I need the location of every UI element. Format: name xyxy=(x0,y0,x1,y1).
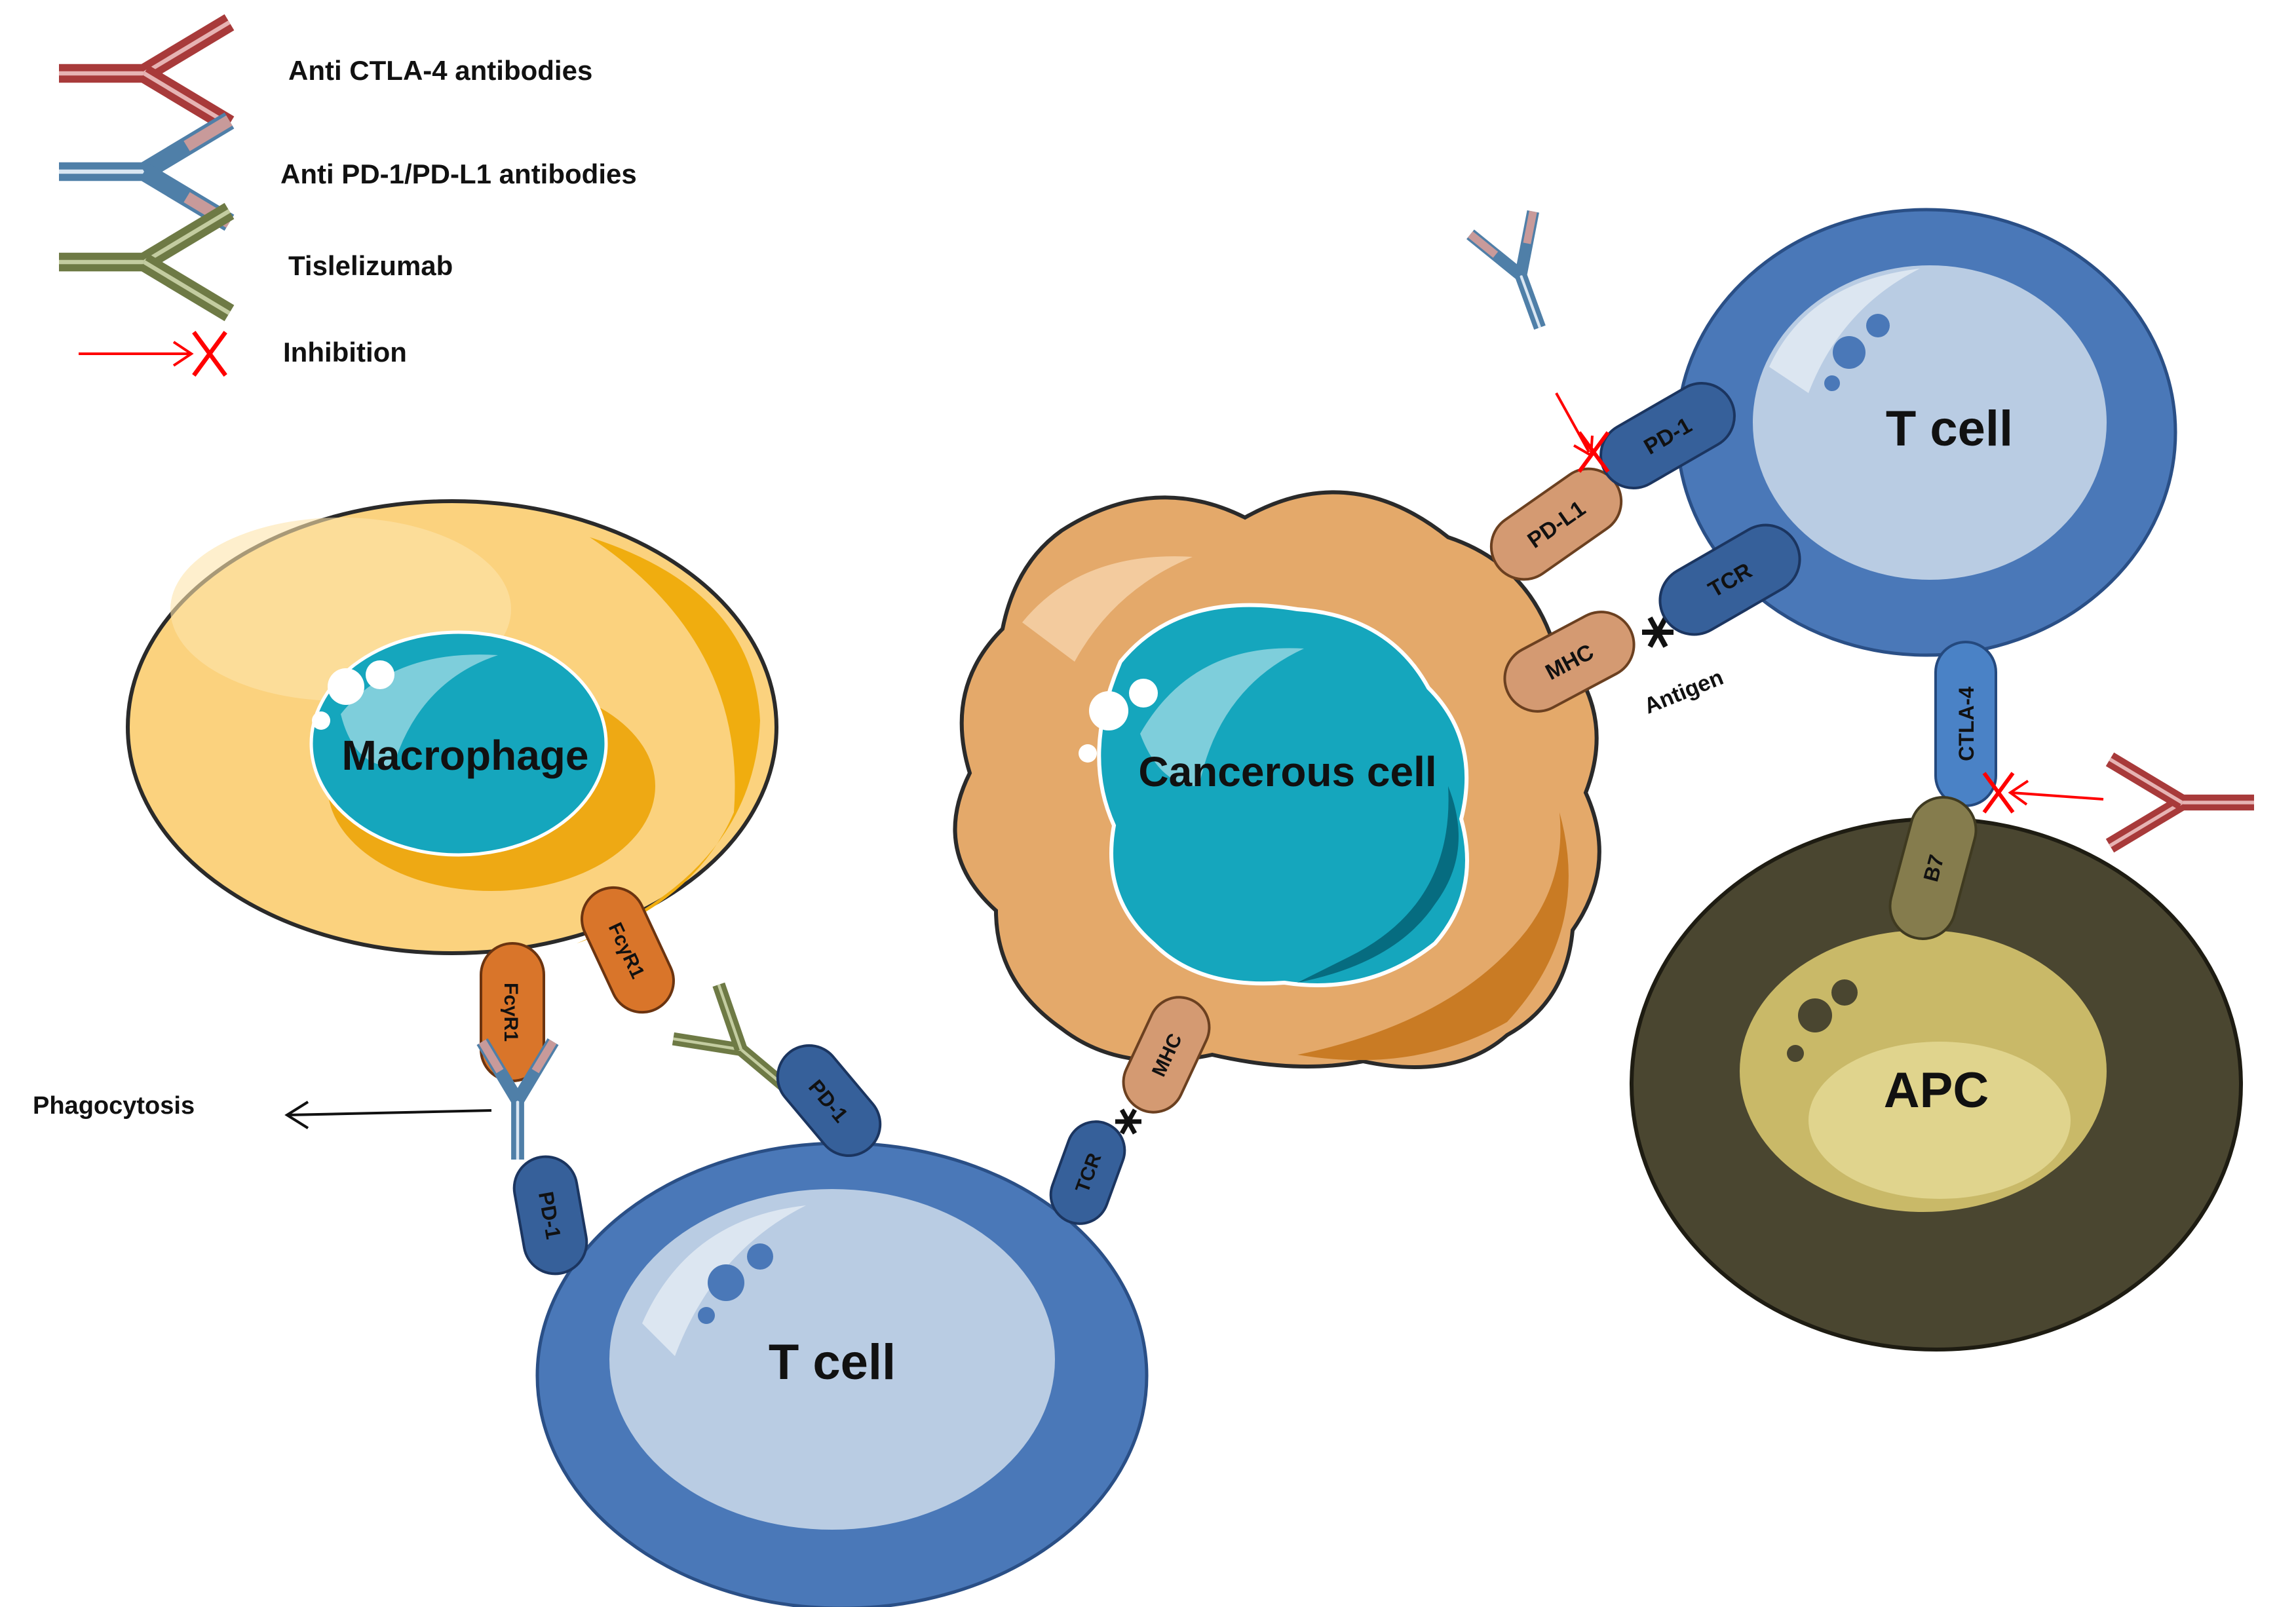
apc-cell: APC xyxy=(1630,817,2243,1352)
pd1-receptor-top: PD-1 xyxy=(1599,382,1736,489)
antigen-label: Antigen xyxy=(1641,665,1727,719)
legend-anti-ctla4-icon xyxy=(59,22,229,124)
ctla4-receptor: CTLA-4 xyxy=(1934,641,1997,807)
legend: Anti CTLA-4 antibodies Anti PD-1/PD-L1 a… xyxy=(59,22,637,375)
pd1-receptor-mid: PD-1 xyxy=(776,1044,882,1158)
inhibition-arrow-ctla4 xyxy=(1984,773,2104,812)
legend-anti-pd1-label: Anti PD-1/PD-L1 antibodies xyxy=(280,159,637,189)
cancerous-cell-label: Cancerous cell xyxy=(1138,748,1436,795)
tcr-receptor-bottom: TCR xyxy=(1049,1120,1126,1225)
legend-anti-pd1-icon xyxy=(59,121,229,223)
tcr-receptor-top: TCR xyxy=(1658,523,1801,636)
pdl1-receptor: PD-L1 xyxy=(1489,467,1623,581)
macrophage-cell: Macrophage xyxy=(126,499,778,955)
fcyr1-receptor-b: FcγR1 xyxy=(581,886,675,1014)
phagocytosis-arrow xyxy=(284,1101,492,1129)
inhibition-arrow-pd1 xyxy=(1555,392,1608,472)
t-cell-top-label: T cell xyxy=(1886,401,2013,457)
legend-inhibition-icon xyxy=(79,332,225,375)
antigen-star-top xyxy=(1642,616,1674,648)
mhc-receptor-bottom: MHC xyxy=(1122,996,1211,1114)
legend-anti-ctla4-label: Anti CTLA-4 antibodies xyxy=(288,55,592,86)
t-cell-bottom: T cell xyxy=(535,1141,1149,1607)
macrophage-label: Macrophage xyxy=(342,732,589,779)
phagocytosis-label: Phagocytosis xyxy=(33,1092,195,1120)
b7-receptor: B7 xyxy=(1888,796,1978,940)
fcyr1-receptor-a: FcγR1 xyxy=(480,942,545,1082)
apc-label: APC xyxy=(1884,1063,1989,1118)
legend-inhibition-label: Inhibition xyxy=(283,337,407,368)
legend-tislelizumab-icon xyxy=(59,211,229,313)
anti-pd1-antibody-top-icon xyxy=(1470,212,1571,339)
cancerous-cell: Cancerous cell xyxy=(953,490,1601,1069)
t-cell-bottom-label: T cell xyxy=(769,1334,896,1390)
ctla4-label: CTLA-4 xyxy=(1955,687,1978,761)
pd1-receptor-left: PD-1 xyxy=(512,1155,588,1276)
mhc-receptor-top: MHC xyxy=(1503,611,1636,713)
fcyr1-label-a: FcγR1 xyxy=(500,983,522,1042)
antigen-star-bottom xyxy=(1115,1108,1141,1135)
legend-tislelizumab-label: Tislelizumab xyxy=(288,250,453,281)
anti-ctla4-antibody-icon xyxy=(2110,759,2254,846)
